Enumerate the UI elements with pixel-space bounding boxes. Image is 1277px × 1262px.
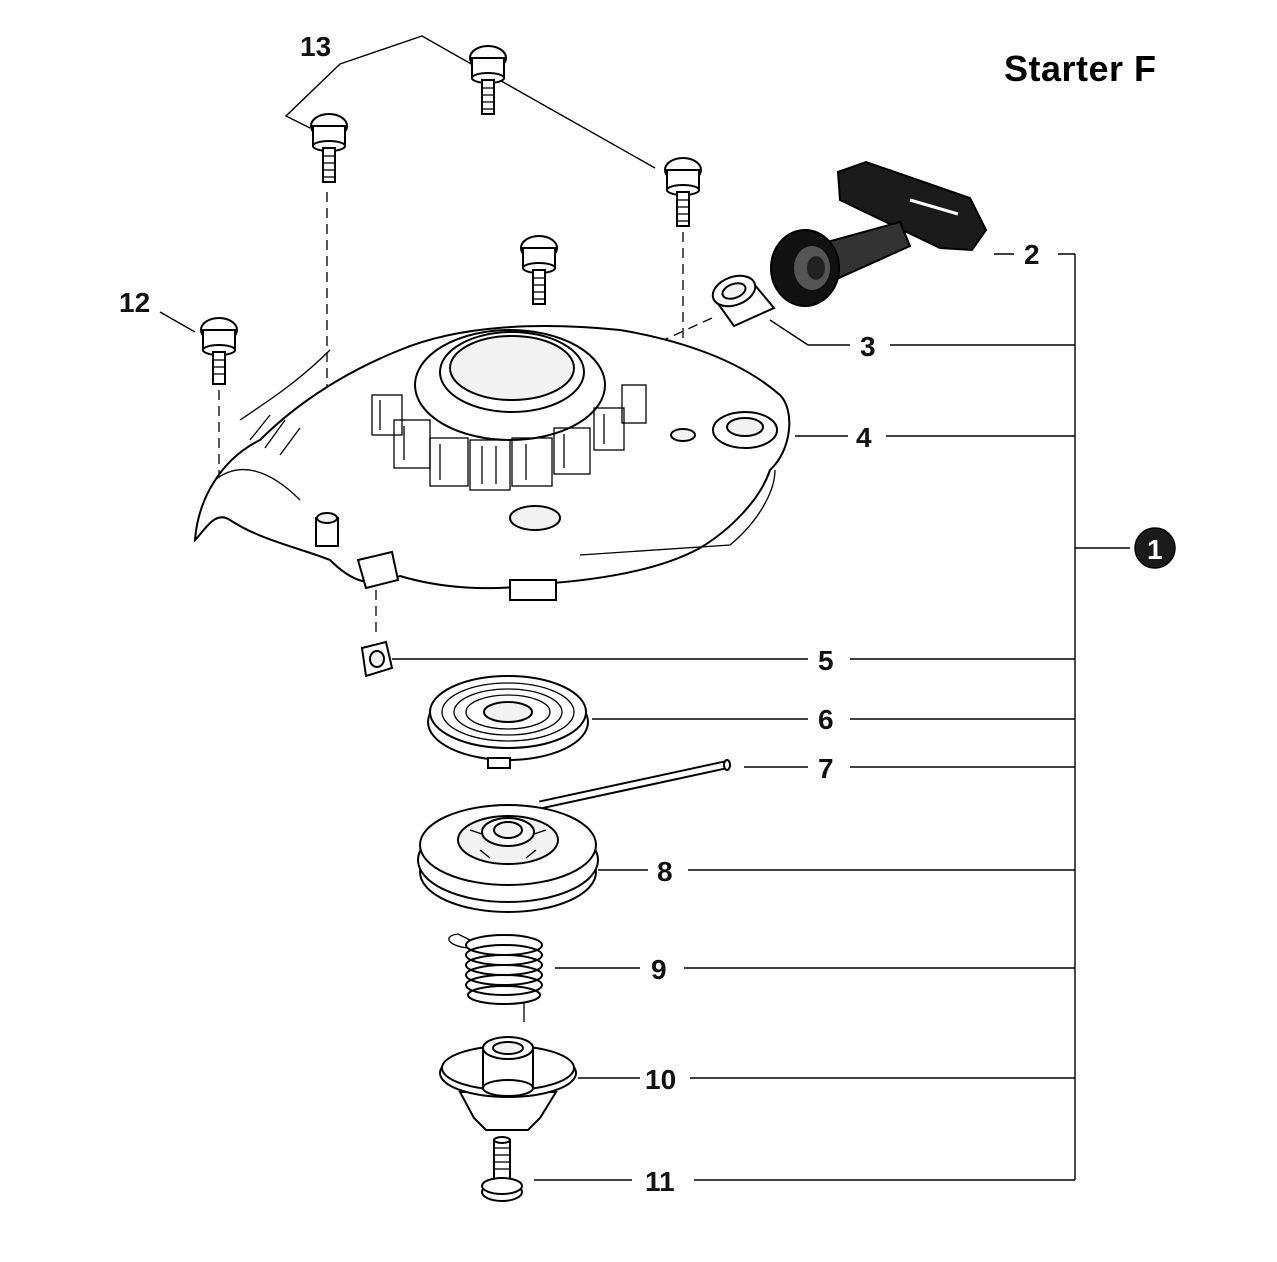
callout-2: 2 bbox=[1024, 239, 1040, 270]
callout-4: 4 bbox=[856, 422, 872, 453]
callout-9: 9 bbox=[651, 954, 667, 985]
leader-lines bbox=[159, 35, 1014, 1181]
center-screw bbox=[481, 1136, 523, 1202]
starter-rope bbox=[539, 759, 731, 810]
ratchet-hub bbox=[439, 1036, 577, 1131]
rope-bushing bbox=[711, 274, 776, 328]
screw-13-top bbox=[469, 45, 507, 115]
starter-housing bbox=[193, 325, 791, 601]
callout-12: 12 bbox=[119, 287, 150, 318]
callout-6: 6 bbox=[818, 704, 834, 735]
screw-13-right bbox=[664, 157, 702, 227]
starter-handle bbox=[770, 160, 988, 307]
callout-11: 11 bbox=[645, 1166, 675, 1197]
callout-labels: 2 3 4 5 6 7 8 9 10 11 12 13 bbox=[119, 31, 1040, 1197]
screw-12 bbox=[200, 317, 238, 385]
assembly-bracket bbox=[684, 253, 1130, 1181]
screw-middle bbox=[520, 235, 558, 305]
callout-5: 5 bbox=[818, 645, 834, 676]
callout-1: 1 bbox=[1147, 534, 1163, 565]
diagram-title: Starter F bbox=[1004, 48, 1157, 89]
pawl-spring bbox=[448, 933, 543, 1022]
callout-8: 8 bbox=[657, 856, 673, 887]
assembly-callout: 1 bbox=[1134, 527, 1176, 569]
callout-13: 13 bbox=[300, 31, 331, 62]
screw-13-left bbox=[310, 113, 348, 183]
callout-3: 3 bbox=[860, 331, 876, 362]
square-nut bbox=[360, 640, 394, 678]
spring-cassette bbox=[427, 675, 589, 769]
callout-10: 10 bbox=[645, 1064, 676, 1095]
callout-7: 7 bbox=[818, 753, 834, 784]
rope-pulley bbox=[417, 804, 599, 913]
